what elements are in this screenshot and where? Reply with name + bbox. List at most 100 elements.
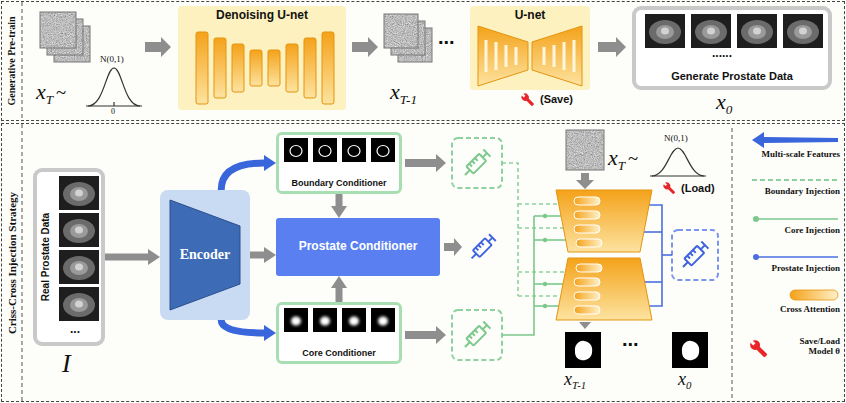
- decor-shape: [574, 306, 600, 314]
- decor-shape: [672, 230, 718, 280]
- decor-shape: [574, 278, 600, 286]
- decor-shape: [576, 264, 602, 272]
- decor-shape: [576, 173, 594, 189]
- decor-shape: [313, 138, 337, 162]
- legend-text: Multi-scale Features: [761, 149, 840, 159]
- decor-shape: [59, 176, 99, 210]
- denoising-unet: [178, 6, 346, 110]
- math-symbol: xT~: [608, 146, 638, 173]
- annotation: (Save): [540, 93, 573, 105]
- decor-shape: [495, 42, 498, 70]
- annotation: (Load): [681, 182, 715, 194]
- decor-shape: [59, 213, 99, 247]
- decor-shape: [468, 234, 496, 262]
- math-symbol: xT-1: [390, 80, 417, 107]
- node-label: Boundary Conditioner: [292, 178, 387, 188]
- decor-shape: [22, 2, 23, 120]
- decor-shape: [556, 258, 652, 320]
- decor-shape: [574, 197, 600, 205]
- conditioner-box: Core Conditioner: [276, 302, 402, 364]
- decor-shape: [543, 214, 547, 218]
- legend-divider: [732, 128, 733, 398]
- annotation: ~: [628, 148, 638, 169]
- annotation: x: [390, 79, 400, 104]
- decor-shape: [756, 256, 838, 258]
- data-box: Real Prostate Data: [33, 168, 105, 346]
- annotation: 0: [726, 102, 733, 117]
- annotation: T: [618, 158, 625, 173]
- decor-shape: [644, 231, 662, 233]
- core-images: [276, 302, 402, 364]
- decor-shape: [652, 148, 704, 176]
- decor-shape: [752, 132, 838, 148]
- node-label: Criss-Cross Injection Strategy: [6, 191, 19, 333]
- decor-shape: [113, 102, 114, 106]
- decor-shape: [518, 295, 560, 297]
- decor-shape: [384, 14, 418, 48]
- decor-shape: [534, 215, 561, 217]
- decor-shape: [286, 44, 298, 92]
- node-label: Generate Prostate Data: [671, 70, 793, 83]
- decor-shape: [232, 44, 244, 92]
- decor-shape: [753, 216, 759, 222]
- decor-shape: [276, 132, 402, 194]
- decor-shape: [268, 50, 280, 86]
- decor-shape: [505, 45, 508, 67]
- decor-shape: [543, 304, 547, 308]
- decor-shape: [485, 40, 488, 72]
- node-label: Real Prostate Data: [40, 213, 52, 301]
- decor-shape: [543, 238, 547, 242]
- decor-shape: [276, 302, 402, 364]
- decor-shape: [405, 154, 446, 172]
- annotation: 0: [111, 108, 115, 117]
- legend-swatch: [748, 132, 838, 360]
- decor-shape: [574, 211, 600, 219]
- wrench-icon: [662, 181, 677, 196]
- annotation: x: [36, 79, 46, 104]
- generated-images: [632, 6, 832, 90]
- decor-shape: [304, 38, 316, 98]
- decor-shape: [196, 32, 334, 104]
- decor-shape: [748, 338, 770, 360]
- wrench-icon: [520, 92, 536, 108]
- math-symbol: x0: [678, 370, 691, 392]
- decor-shape: [753, 254, 759, 260]
- decor-shape: [543, 47, 546, 65]
- decor-shape: [565, 332, 601, 368]
- math-symbol: x0: [716, 90, 732, 117]
- decor-shape: [532, 26, 582, 86]
- section-band: Criss-Cross Injection Strategy Real Prost…: [1, 123, 845, 402]
- decor-shape: [461, 150, 490, 179]
- decor-shape: [574, 225, 600, 233]
- unet-saved: [470, 6, 590, 90]
- conditioner-box: Prostate Conditioner: [276, 218, 440, 276]
- decor-shape: [579, 322, 591, 329]
- decor-shape: [486, 40, 574, 72]
- decor-shape: [170, 200, 240, 310]
- gaussian-curve: [86, 68, 142, 106]
- decor-shape: [518, 271, 565, 273]
- flow-connector: [105, 254, 148, 261]
- decor-shape: [371, 308, 395, 332]
- node-label: Prostate Conditioner: [299, 240, 418, 254]
- decor-shape: [679, 242, 708, 271]
- flow-connector: [250, 252, 264, 259]
- decor-shape: [371, 138, 395, 162]
- math-symbol: xT-1: [564, 370, 586, 392]
- annotation: ......: [712, 47, 732, 60]
- segmentation-unet: [556, 190, 652, 320]
- decor-shape: [662, 254, 672, 256]
- flow-connector: [221, 320, 264, 333]
- real-images: [33, 168, 105, 346]
- decor-shape: [573, 40, 576, 72]
- decor-shape: [342, 138, 366, 162]
- decor-shape: [284, 308, 308, 332]
- decor-shape: [553, 45, 556, 67]
- decor-shape: [40, 12, 76, 48]
- decor-shape: [574, 197, 602, 314]
- legend-text: Prostate Injection: [771, 263, 840, 273]
- decor-shape: [556, 190, 652, 252]
- decor-shape: [342, 308, 366, 332]
